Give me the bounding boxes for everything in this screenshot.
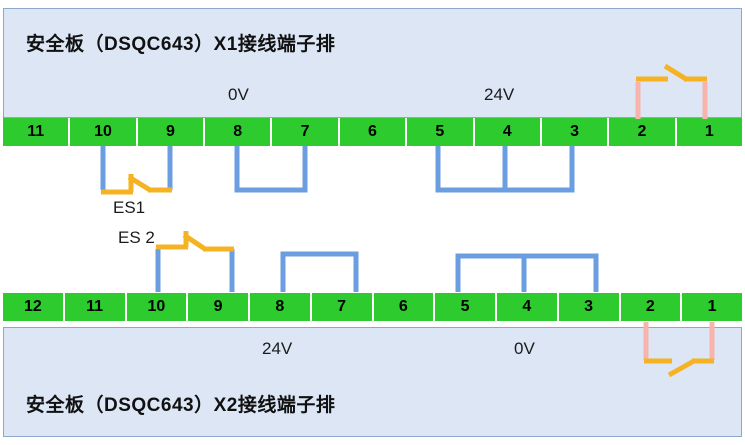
x2-jumper-8-7-path xyxy=(280,251,359,292)
x1-terminal-11[interactable]: 11 xyxy=(3,118,69,146)
x1-terminal-10[interactable]: 10 xyxy=(70,118,136,146)
x1-jumper-5-4-3 xyxy=(435,146,575,193)
x2-terminal-5[interactable]: 5 xyxy=(435,293,495,321)
x2-terminal-11[interactable]: 11 xyxy=(64,293,125,321)
x1-terminal-4[interactable]: 4 xyxy=(474,118,540,146)
es2-switch-blade xyxy=(182,232,207,252)
x2-jumper-8-7 xyxy=(280,251,359,292)
es1-label: ES1 xyxy=(113,198,146,217)
x1-terminal-9[interactable]: 9 xyxy=(137,118,204,146)
x2-terminal-1[interactable]: 1 xyxy=(682,293,742,321)
x1-jumper-10-9-es1 xyxy=(100,146,173,195)
x1-terminal-strip: 11 10 9 8 7 6 5 4 3 2 1 xyxy=(3,118,742,146)
x2-jumper-5-4-3 xyxy=(455,253,599,292)
x2-terminal-6[interactable]: 6 xyxy=(373,293,434,321)
x2-terminal-10[interactable]: 10 xyxy=(126,293,187,321)
x2-terminal-4[interactable]: 4 xyxy=(497,293,557,321)
x1-terminal-6[interactable]: 6 xyxy=(339,118,406,146)
x1-jumper-5-3-path xyxy=(435,146,575,193)
x2-panel: 安全板（DSQC643）X2接线端子排 xyxy=(3,327,742,437)
x2-terminal-strip: 12 11 10 9 8 7 6 5 4 3 2 1 xyxy=(3,293,742,321)
x1-terminal-3[interactable]: 3 xyxy=(541,118,608,146)
x1-jumper-8-7 xyxy=(234,146,308,193)
x2-terminal-8[interactable]: 8 xyxy=(250,293,310,321)
es1-switch-blade xyxy=(127,174,152,193)
x1-label-24v: 24V xyxy=(484,85,515,104)
x2-label-0v: 0V xyxy=(514,339,535,358)
x2-terminal-2[interactable]: 2 xyxy=(620,293,681,321)
x1-jumper-8-7-path xyxy=(234,146,308,193)
x1-terminal-8[interactable]: 8 xyxy=(205,118,271,146)
x2-terminal-7[interactable]: 7 xyxy=(311,293,372,321)
x1-label-0v: 0V xyxy=(228,85,249,104)
x1-panel: 安全板（DSQC643）X1接线端子排 xyxy=(3,8,742,118)
x1-terminal-1[interactable]: 1 xyxy=(676,118,742,146)
x2-label-24v: 24V xyxy=(262,339,293,358)
x2-panel-title: 安全板（DSQC643）X2接线端子排 xyxy=(26,395,336,416)
x2-terminal-9[interactable]: 9 xyxy=(188,293,248,321)
x1-terminal-2[interactable]: 2 xyxy=(609,118,675,146)
x1-panel-title: 安全板（DSQC643）X1接线端子排 xyxy=(26,34,336,55)
x2-terminal-12[interactable]: 12 xyxy=(3,293,63,321)
x2-jumper-10-9-es2 xyxy=(155,231,235,292)
es2-label: ES 2 xyxy=(118,228,155,247)
x2-terminal-3[interactable]: 3 xyxy=(558,293,619,321)
x2-jumper-5-3-path xyxy=(455,253,599,292)
x1-terminal-7[interactable]: 7 xyxy=(272,118,338,146)
x1-terminal-5[interactable]: 5 xyxy=(407,118,473,146)
